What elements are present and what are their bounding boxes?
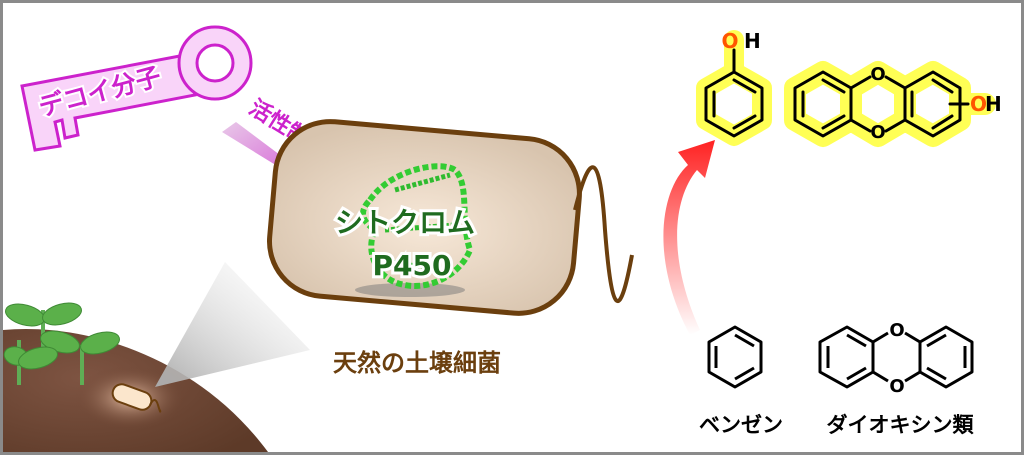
p450-protein-structure	[355, 163, 474, 297]
dioxin-hydroxyl-hydrogen: H	[985, 92, 1002, 116]
phenol-structure	[696, 30, 772, 146]
diagram-canvas: デコイ分子 活性制御 シトクロム P450 天然の土壌細菌 O H O O O …	[3, 9, 1002, 452]
reaction-arrow	[663, 140, 715, 335]
enzyme-name-line1: シトクロム	[335, 206, 475, 239]
benzene-structure	[707, 325, 763, 389]
dioxins-label: ダイオキシン類	[827, 413, 975, 437]
decoy-key-icon	[20, 25, 253, 152]
soil-bacterium-label: 天然の土壌細菌	[333, 349, 501, 377]
dioxin-oxygen-top: O	[889, 320, 904, 341]
small-bacterium-icon	[111, 383, 162, 413]
flagellum	[573, 165, 634, 304]
phenol-hydrogen: H	[744, 29, 761, 53]
dioxin-product-oxygen-top: O	[870, 64, 885, 85]
phenol-oxygen: O	[721, 29, 738, 53]
dioxin-oxygen-bottom: O	[889, 376, 904, 397]
dioxin-hydroxyl-oxygen: O	[970, 92, 987, 116]
hydroxy-dioxin-oh-label: OH	[10, 9, 12, 11]
magnification-cone	[155, 262, 310, 387]
dioxin-product-oxygen-bottom: O	[870, 122, 885, 143]
enzyme-name-line2: P450	[373, 249, 452, 282]
phenol-oh-label: OH	[10, 9, 12, 11]
benzene-label: ベンゼン	[699, 413, 783, 437]
seedlings-icon	[3, 302, 120, 385]
hydroxy-dioxin-structure	[784, 61, 996, 147]
dioxin-structure	[818, 325, 974, 389]
bacterium-cell	[266, 119, 634, 316]
